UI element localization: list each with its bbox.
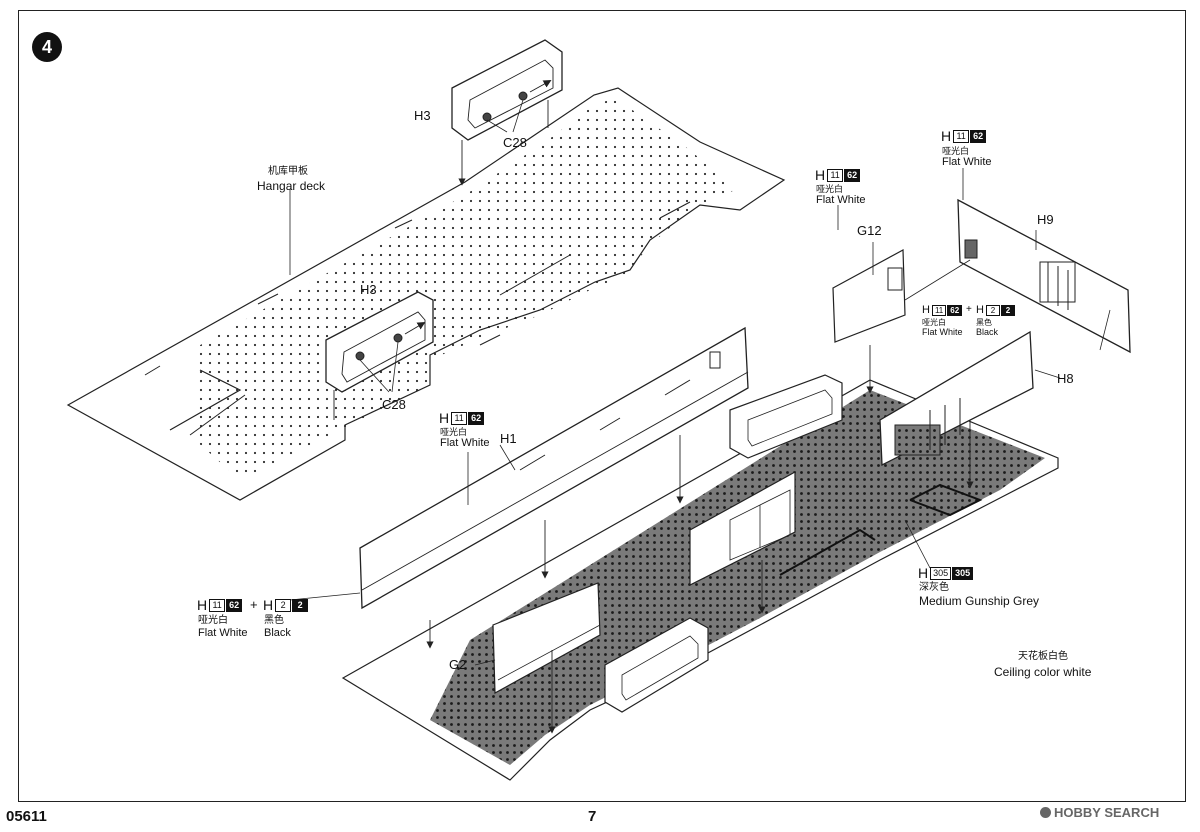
paint-gunship-grey-cn: 深灰色 (919, 582, 949, 593)
part-h1 (359, 326, 749, 649)
part-g12 (832, 242, 906, 394)
part-h9 (904, 198, 1131, 354)
hangar-deck-label-en: Hangar deck (257, 179, 326, 193)
part-h8 (879, 330, 1061, 489)
paint-letter: H (815, 167, 826, 183)
part-label-h3-top: H3 (414, 108, 431, 123)
paint-number: 11 (451, 411, 468, 425)
paint-h9: H 11 62 (941, 128, 987, 144)
part-label-h3-mid: H3 (360, 282, 377, 297)
paint-h9-en: Flat White (942, 156, 992, 168)
ceiling-note-cn: 天花板白色 (1018, 651, 1068, 662)
paint-code: 62 (468, 411, 485, 425)
paint-code: 62 (947, 304, 963, 316)
part-h3-mid (325, 291, 434, 420)
paint-letter: H (922, 304, 930, 316)
paint-letter: H (976, 304, 984, 316)
part-box-low (604, 617, 709, 713)
paint-mix-small-white-en: Flat White (922, 327, 963, 337)
hangar-deck-label-cn: 机库甲板 (268, 166, 308, 177)
paint-letter: H (918, 565, 929, 581)
page-number: 7 (588, 808, 597, 825)
hangar-deck (66, 87, 786, 501)
paint-gunship-grey: H 305 305 (918, 565, 974, 581)
paint-mix-small-black: H 2 2 (976, 304, 1015, 316)
paint-mix-small-black-cn: 黑色 (976, 318, 992, 327)
part-label-g2: G2 (449, 657, 467, 672)
paint-number: 2 (275, 598, 292, 612)
part-label-h1: H1 (500, 431, 517, 446)
paint-mix-large-black-cn: 黑色 (264, 615, 284, 626)
part-box-mid (729, 374, 843, 459)
plus-sign-large: + (250, 597, 258, 612)
paint-code: 62 (844, 168, 861, 182)
paint-mix-large-white: H 11 62 (197, 597, 243, 613)
paint-code: 305 (952, 566, 974, 580)
paint-mix-small-white-cn: 哑光白 (922, 318, 946, 327)
paint-mix-small-black-en: Black (976, 327, 999, 337)
paint-mix-large-black-en: Black (264, 627, 291, 639)
paint-code: 62 (226, 598, 243, 612)
paint-letter: H (941, 128, 952, 144)
watermark: HOBBY SEARCH (1040, 805, 1159, 820)
paint-mix-small-white: H 11 62 (922, 304, 963, 316)
paint-h1-cn: 哑光白 (440, 427, 468, 437)
part-h3-top (451, 39, 563, 186)
paint-code: 2 (292, 598, 309, 612)
paint-mix-large-white-en: Flat White (198, 627, 248, 639)
ceiling-note-en: Ceiling color white (994, 665, 1092, 679)
part-middle-wall (689, 470, 796, 614)
paint-mix-large-black: H 2 2 (263, 597, 309, 613)
kit-code: 05611 (6, 808, 47, 825)
paint-g12-cn: 哑光白 (816, 184, 844, 194)
part-label-h8: H8 (1057, 371, 1074, 386)
paint-gunship-grey-en: Medium Gunship Grey (919, 594, 1040, 608)
part-label-c28-top: C28 (503, 135, 527, 150)
paint-code: 62 (970, 129, 987, 143)
paint-h9-cn: 哑光白 (942, 146, 970, 156)
watermark-text: HOBBY SEARCH (1054, 805, 1160, 820)
paint-number: 11 (209, 598, 226, 612)
paint-h1-en: Flat White (440, 437, 490, 449)
paint-number: 305 (930, 566, 952, 580)
paint-code: 2 (1000, 304, 1015, 316)
paint-letter: H (263, 597, 274, 613)
part-label-h9: H9 (1037, 212, 1054, 227)
page-border (18, 10, 1186, 802)
paint-number: 11 (953, 129, 970, 143)
paint-g12: H 11 62 (815, 167, 861, 183)
paint-number: 11 (827, 168, 844, 182)
paint-g12-en: Flat White (816, 194, 866, 206)
paint-mix-large-white-cn: 哑光白 (198, 615, 228, 626)
paint-h1: H 11 62 (439, 410, 485, 426)
part-g2 (492, 582, 601, 734)
step-number-badge: 4 (32, 32, 62, 62)
paint-number: 2 (985, 304, 1000, 316)
hobby-search-logo-icon (1040, 807, 1051, 818)
part-label-c28-mid: C28 (382, 397, 406, 412)
plus-sign-small: + (966, 304, 972, 315)
paint-number: 11 (931, 304, 947, 316)
paint-letter: H (197, 597, 208, 613)
paint-letter: H (439, 410, 450, 426)
part-label-g12: G12 (857, 223, 882, 238)
